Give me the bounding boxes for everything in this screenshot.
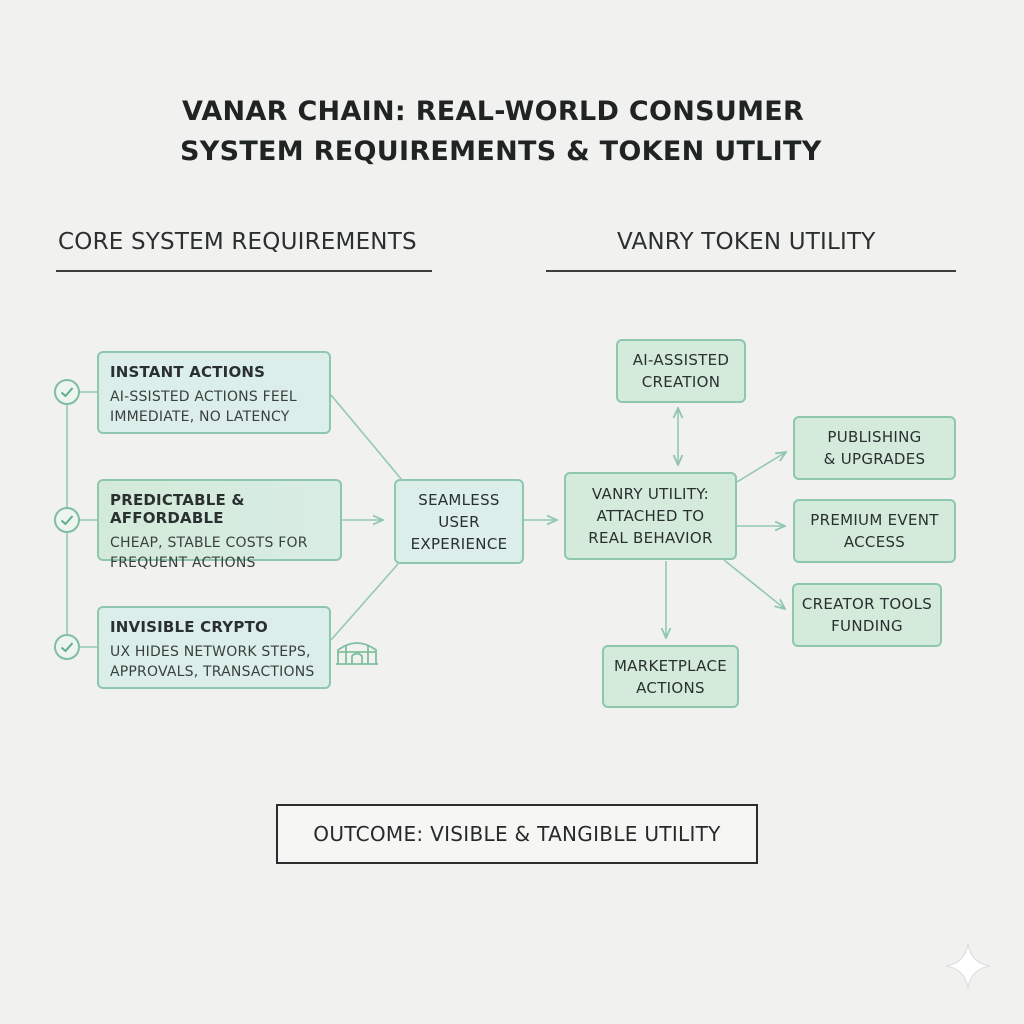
node-premium-event-access: PREMIUM EVENT ACCESS bbox=[793, 499, 956, 563]
requirement-title: PREDICTABLE & AFFORDABLE bbox=[110, 491, 245, 527]
outcome-box: OUTCOME: VISIBLE & TANGIBLE UTILITY bbox=[276, 804, 758, 864]
node-label: PREMIUM EVENT ACCESS bbox=[810, 511, 939, 551]
requirement-predictable-affordable: PREDICTABLE & AFFORDABLE CHEAP, STABLE C… bbox=[97, 479, 342, 571]
seamless-user-experience-node: SEAMLESS USER EXPERIENCE bbox=[394, 479, 524, 564]
vanry-utility-hub: VANRY UTILITY: ATTACHED TO REAL BEHAVIOR bbox=[564, 472, 737, 560]
arrow-hub-publishing bbox=[736, 452, 786, 483]
utility-hub-label: VANRY UTILITY: ATTACHED TO REAL BEHAVIOR bbox=[588, 485, 713, 547]
requirement-desc: CHEAP, STABLE COSTS FOR FREQUENT ACTIONS bbox=[110, 535, 308, 571]
node-label: MARKETPLACE ACTIONS bbox=[613, 656, 728, 697]
requirement-title: INVISIBLE CRYPTO bbox=[110, 618, 268, 636]
sparkle-icon bbox=[945, 943, 991, 989]
token-utility-heading: VANRY TOKEN UTILITY bbox=[617, 229, 876, 255]
check-icon bbox=[54, 507, 80, 533]
check-icon bbox=[54, 379, 80, 405]
requirement-invisible-crypto: INVISIBLE CRYPTO UX HIDES NETWORK STEPS,… bbox=[97, 606, 331, 689]
right-heading-rule bbox=[546, 270, 956, 272]
node-ai-assisted-creation: AI-ASSISTED CREATION bbox=[616, 339, 746, 403]
node-label: CREATOR TOOLS FUNDING bbox=[801, 595, 933, 635]
node-creator-tools-funding: CREATOR TOOLS FUNDING bbox=[792, 583, 942, 647]
requirement-desc: UX HIDES NETWORK STEPS, APPROVALS, TRANS… bbox=[110, 644, 315, 680]
title-line-2: SYSTEM REQUIREMENTS & TOKEN UTLITY bbox=[180, 136, 822, 167]
page-title: VANAR CHAIN: REAL-WORLD CONSUMER SYSTEM … bbox=[120, 92, 880, 172]
check-icon bbox=[54, 634, 80, 660]
bridge-icon bbox=[336, 642, 378, 665]
arrow-hub-creator bbox=[723, 559, 785, 609]
connector-instant-to-seamless bbox=[330, 394, 403, 481]
requirement-instant-actions: INSTANT ACTIONS AI-SSISTED ACTIONS FEEL … bbox=[97, 351, 331, 434]
node-marketplace-actions: MARKETPLACE ACTIONS bbox=[602, 645, 739, 708]
node-label: AI-ASSISTED CREATION bbox=[632, 351, 730, 391]
core-requirements-heading: CORE SYSTEM REQUIREMENTS bbox=[58, 229, 417, 255]
connector-invisible-to-seamless bbox=[330, 563, 399, 641]
node-publishing-upgrades: PUBLISHING & UPGRADES bbox=[793, 416, 956, 480]
requirement-desc: AI-SSISTED ACTIONS FEEL IMMEDIATE, NO LA… bbox=[110, 389, 297, 425]
outcome-label: OUTCOME: VISIBLE & TANGIBLE UTILITY bbox=[313, 822, 721, 846]
seamless-node-label: SEAMLESS USER EXPERIENCE bbox=[410, 490, 508, 553]
left-heading-rule bbox=[56, 270, 432, 272]
node-label: PUBLISHING & UPGRADES bbox=[823, 428, 926, 468]
title-line-1: VANAR CHAIN: REAL-WORLD CONSUMER bbox=[182, 96, 805, 127]
requirement-title: INSTANT ACTIONS bbox=[110, 363, 266, 381]
